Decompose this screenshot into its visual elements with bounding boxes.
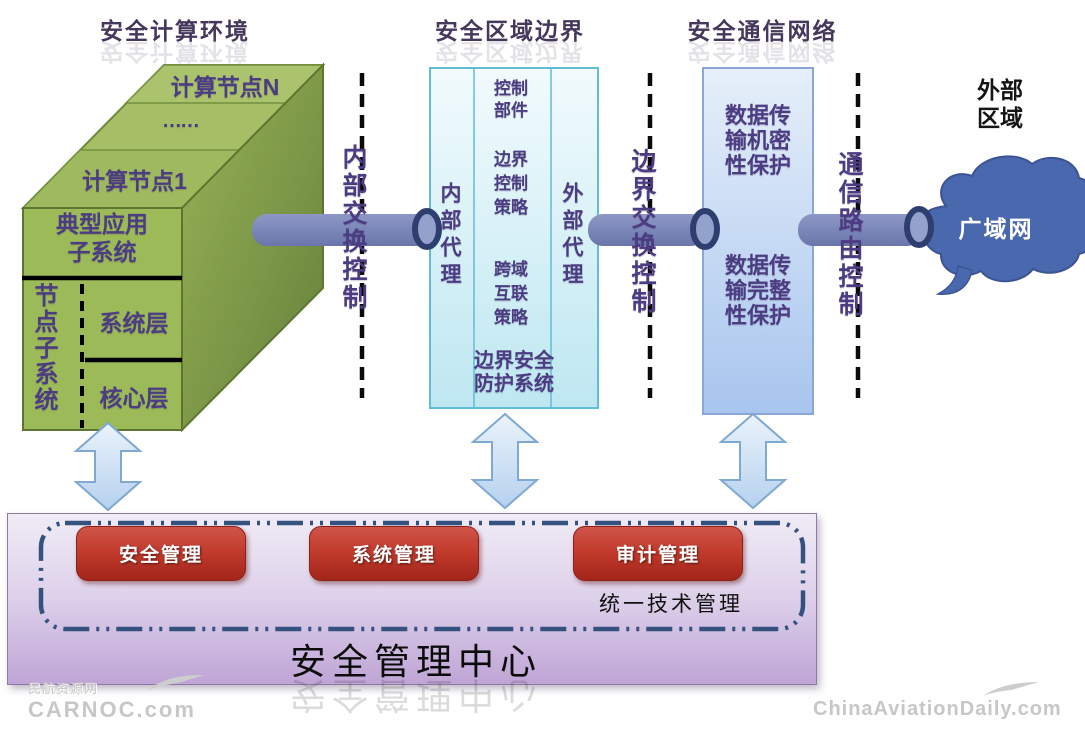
system-layer-label: 系统层 — [99, 310, 169, 336]
system-management-button[interactable]: 系统管理 — [309, 526, 479, 581]
pipe-network-to-wan — [798, 214, 922, 246]
title-secure-comm-network-reflection: 安全通信网络 — [687, 39, 838, 65]
cross-domain-policy-label: 跨域 互联 策略 — [494, 260, 528, 327]
compute-node-n-label: 计算节点N — [170, 74, 280, 100]
unified-tech-management-label: 统一技术管理 — [599, 592, 743, 616]
wan-label: 广域网 — [958, 216, 1034, 242]
watermark-chinaaviationdaily-text: ChinaAviationDaily.com — [813, 698, 1062, 720]
compute-node-1-label: 计算节点1 — [82, 168, 187, 194]
pipe-boundary-to-network — [588, 214, 706, 246]
data-integrity-label: 数据传 输完整 性保护 — [724, 253, 791, 328]
security-management-center-panel: 安全管理 系统管理 审计管理 统一技术管理 安全管理中心 安全管理中心 — [7, 513, 817, 715]
watermark-carnoc: 民航资源网 CARNOC.com — [28, 674, 204, 723]
arrow-boundary-management — [470, 412, 540, 510]
audit-management-button[interactable]: 审计管理 — [573, 526, 743, 581]
comm-network-box — [702, 67, 814, 415]
management-center-title-reflection: 安全管理中心 — [289, 675, 542, 715]
watermark-carnoc-en: CARNOC.com — [28, 697, 196, 722]
security-management-button[interactable]: 安全管理 — [76, 526, 246, 581]
boundary-exchange-control-label: 边界交换控制 — [628, 148, 656, 316]
typical-app-subsystem-label: 典型应用 子系统 — [56, 211, 148, 265]
pipe-ring-3 — [904, 206, 934, 248]
core-layer-label: 核心层 — [99, 385, 169, 411]
security-management-label: 安全管理 — [118, 545, 203, 566]
carnoc-swoosh-icon — [148, 674, 204, 690]
watermark-chinaaviationdaily: ChinaAviationDaily.com — [813, 682, 1062, 721]
control-component-label: 控制 部件 — [494, 79, 528, 120]
title-secure-comm-network: 安全通信网络 — [687, 18, 838, 44]
internal-agent-label: 内部代理 — [438, 182, 461, 290]
arrow-env-management — [73, 421, 143, 512]
title-secure-computing-env: 安全计算环境 — [100, 18, 250, 44]
boundary-protection-system-caption: 边界安全 防护系统 — [474, 350, 554, 395]
data-confidentiality-label: 数据传 输机密 性保护 — [724, 103, 791, 178]
computing-env-block — [20, 62, 326, 433]
watermark-carnoc-cn: 民航资源网 — [28, 681, 99, 696]
comm-route-control-label: 通信路由控制 — [835, 151, 863, 319]
system-management-label: 系统管理 — [351, 545, 436, 566]
audit-management-label: 审计管理 — [615, 545, 700, 566]
boundary-control-policy-label: 边界 控制 策略 — [494, 150, 528, 217]
chinaaviationdaily-swoosh-icon — [983, 682, 1039, 696]
title-secure-computing-env-reflection: 安全计算环境 — [100, 39, 250, 65]
management-center-title: 安全管理中心 — [289, 642, 542, 682]
title-secure-area-boundary: 安全区域边界 — [435, 18, 585, 44]
external-area-label: 外部 区域 — [977, 77, 1023, 131]
compute-node-ellipsis: …… — [162, 110, 200, 132]
pipe-ring-2 — [690, 208, 720, 250]
pipe-ring-1 — [412, 208, 442, 250]
internal-exchange-control-label: 内部交换控制 — [339, 144, 367, 312]
boundary-protection-box — [429, 67, 599, 409]
block-front-face — [22, 207, 183, 431]
arrow-network-management — [718, 412, 788, 510]
pipe-env-to-boundary — [252, 214, 432, 246]
node-subsystem-label: 节点子系统 — [30, 283, 57, 413]
external-agent-label: 外部代理 — [560, 182, 583, 290]
title-secure-area-boundary-reflection: 安全区域边界 — [435, 39, 585, 65]
wan-cloud — [922, 155, 1085, 295]
